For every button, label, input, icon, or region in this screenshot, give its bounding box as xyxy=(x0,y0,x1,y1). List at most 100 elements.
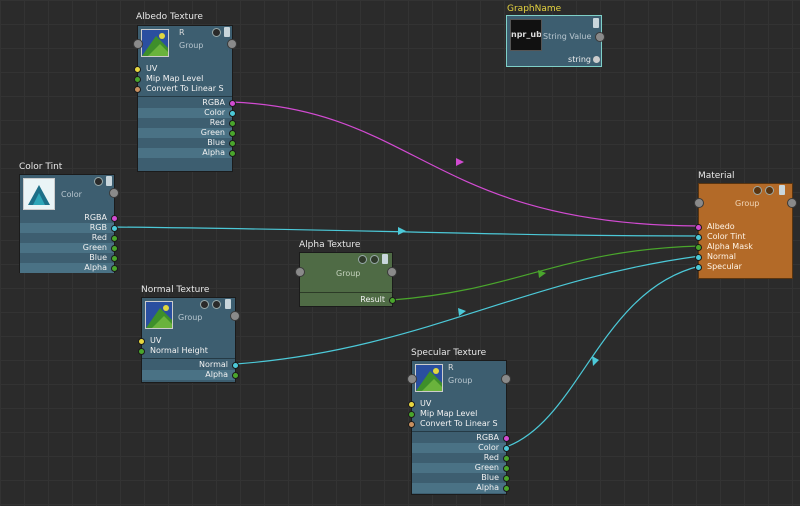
preview-toggle-icon[interactable] xyxy=(212,28,221,37)
input-row-color-tint[interactable]: Color Tint xyxy=(695,232,792,242)
red-port[interactable] xyxy=(503,454,510,462)
node-left-port[interactable] xyxy=(694,198,704,208)
output-row-red[interactable]: Red xyxy=(412,453,510,463)
resize-handle-icon[interactable] xyxy=(779,185,785,195)
output-row-blue[interactable]: Blue xyxy=(412,473,510,483)
resize-handle-icon[interactable] xyxy=(224,27,230,37)
convert-port[interactable] xyxy=(408,420,415,428)
group-label: Group xyxy=(179,41,204,50)
node-right-port[interactable] xyxy=(230,311,240,321)
output-row-green[interactable]: Green xyxy=(138,128,236,138)
eye-icon[interactable] xyxy=(765,186,774,195)
color-port[interactable] xyxy=(503,444,510,452)
color-port[interactable] xyxy=(229,109,236,117)
eye-icon[interactable] xyxy=(212,300,221,309)
output-row-color[interactable]: Color xyxy=(412,443,510,453)
preview-toggle-icon[interactable] xyxy=(200,300,209,309)
alpha-port[interactable] xyxy=(503,484,510,492)
output-row-color[interactable]: Color xyxy=(138,108,236,118)
node-right-port[interactable] xyxy=(227,39,237,49)
node-right-port[interactable] xyxy=(387,267,397,277)
node-title: Specular Texture xyxy=(411,348,487,358)
blue-port[interactable] xyxy=(111,254,118,262)
rgb-port[interactable] xyxy=(111,224,118,232)
output-row-rgba[interactable]: RGBA xyxy=(138,98,236,108)
preview-toggle-icon[interactable] xyxy=(753,186,762,195)
blue-port[interactable] xyxy=(229,139,236,147)
input-row-mipmap[interactable]: Mip Map Level xyxy=(408,409,506,419)
node-left-port[interactable] xyxy=(407,374,417,384)
mipmap-port[interactable] xyxy=(408,410,415,418)
output-row-rgba[interactable]: RGBA xyxy=(20,213,118,223)
node-right-port[interactable] xyxy=(109,188,119,198)
input-row-normal-height[interactable]: Normal Height xyxy=(138,346,235,356)
alpha-port[interactable] xyxy=(111,264,118,272)
normal-height-port[interactable] xyxy=(138,347,145,355)
input-row-uv[interactable]: UV xyxy=(408,399,506,409)
alpha-port[interactable] xyxy=(232,371,239,379)
output-row-alpha[interactable]: Alpha xyxy=(142,370,239,380)
input-row-mipmap[interactable]: Mip Map Level xyxy=(134,74,232,84)
node-left-port[interactable] xyxy=(295,267,305,277)
convert-port[interactable] xyxy=(134,85,141,93)
green-port[interactable] xyxy=(111,244,118,252)
output-row-red[interactable]: Red xyxy=(138,118,236,128)
color-tint-port[interactable] xyxy=(695,233,702,241)
albedo-port[interactable] xyxy=(695,223,702,231)
output-row-alpha[interactable]: Alpha xyxy=(20,263,118,273)
alpha-mask-port[interactable] xyxy=(695,243,702,251)
string-output-port[interactable] xyxy=(593,56,600,63)
uv-port[interactable] xyxy=(134,65,141,73)
rgba-port[interactable] xyxy=(229,99,236,107)
node-right-port[interactable] xyxy=(787,198,797,208)
output-row-blue[interactable]: Blue xyxy=(20,253,118,263)
string-input-port[interactable] xyxy=(595,32,605,42)
red-port[interactable] xyxy=(229,119,236,127)
input-row-uv[interactable]: UV xyxy=(134,64,232,74)
input-row-convert[interactable]: Convert To Linear S xyxy=(134,84,232,94)
node-left-port[interactable] xyxy=(133,39,143,49)
specular-port[interactable] xyxy=(695,263,702,271)
output-row-rgb[interactable]: RGB xyxy=(20,223,118,233)
eye-icon[interactable] xyxy=(370,255,379,264)
output-row-rgba[interactable]: RGBA xyxy=(412,433,510,443)
output-row-green[interactable]: Green xyxy=(412,463,510,473)
green-port[interactable] xyxy=(503,464,510,472)
green-port[interactable] xyxy=(229,129,236,137)
input-row-albedo[interactable]: Albedo xyxy=(695,222,792,232)
output-row-result[interactable]: Result xyxy=(300,295,396,305)
node-right-port[interactable] xyxy=(501,374,511,384)
resize-handle-icon[interactable] xyxy=(225,299,231,309)
input-row-normal[interactable]: Normal xyxy=(695,252,792,262)
blue-port[interactable] xyxy=(503,474,510,482)
preview-toggle-icon[interactable] xyxy=(358,255,367,264)
output-row-red[interactable]: Red xyxy=(20,233,118,243)
output-row-alpha[interactable]: Alpha xyxy=(138,148,236,158)
output-row-alpha[interactable]: Alpha xyxy=(412,483,510,493)
group-label: Group xyxy=(178,313,203,322)
normal-port[interactable] xyxy=(695,253,702,261)
red-port[interactable] xyxy=(111,234,118,242)
alpha-port[interactable] xyxy=(229,149,236,157)
output-row-green[interactable]: Green xyxy=(20,243,118,253)
uv-port[interactable] xyxy=(408,400,415,408)
resize-handle-icon[interactable] xyxy=(106,176,112,186)
result-port[interactable] xyxy=(389,296,396,304)
input-row-alpha-mask[interactable]: Alpha Mask xyxy=(695,242,792,252)
rgba-port[interactable] xyxy=(503,434,510,442)
mipmap-port[interactable] xyxy=(134,75,141,83)
normal-port[interactable] xyxy=(232,361,239,369)
input-row-specular[interactable]: Specular xyxy=(695,262,792,272)
uv-port[interactable] xyxy=(138,337,145,345)
resize-handle-icon[interactable] xyxy=(382,254,388,264)
graph-name-label: GraphName xyxy=(507,4,562,14)
resize-handle-icon[interactable] xyxy=(593,18,599,28)
output-label: Alpha xyxy=(202,148,225,157)
rgba-port[interactable] xyxy=(111,214,118,222)
output-row-blue[interactable]: Blue xyxy=(138,138,236,148)
preview-toggle-icon[interactable] xyxy=(94,177,103,186)
output-row-normal[interactable]: Normal xyxy=(142,360,239,370)
input-row-uv[interactable]: UV xyxy=(138,336,235,346)
input-row-convert[interactable]: Convert To Linear S xyxy=(408,419,506,429)
